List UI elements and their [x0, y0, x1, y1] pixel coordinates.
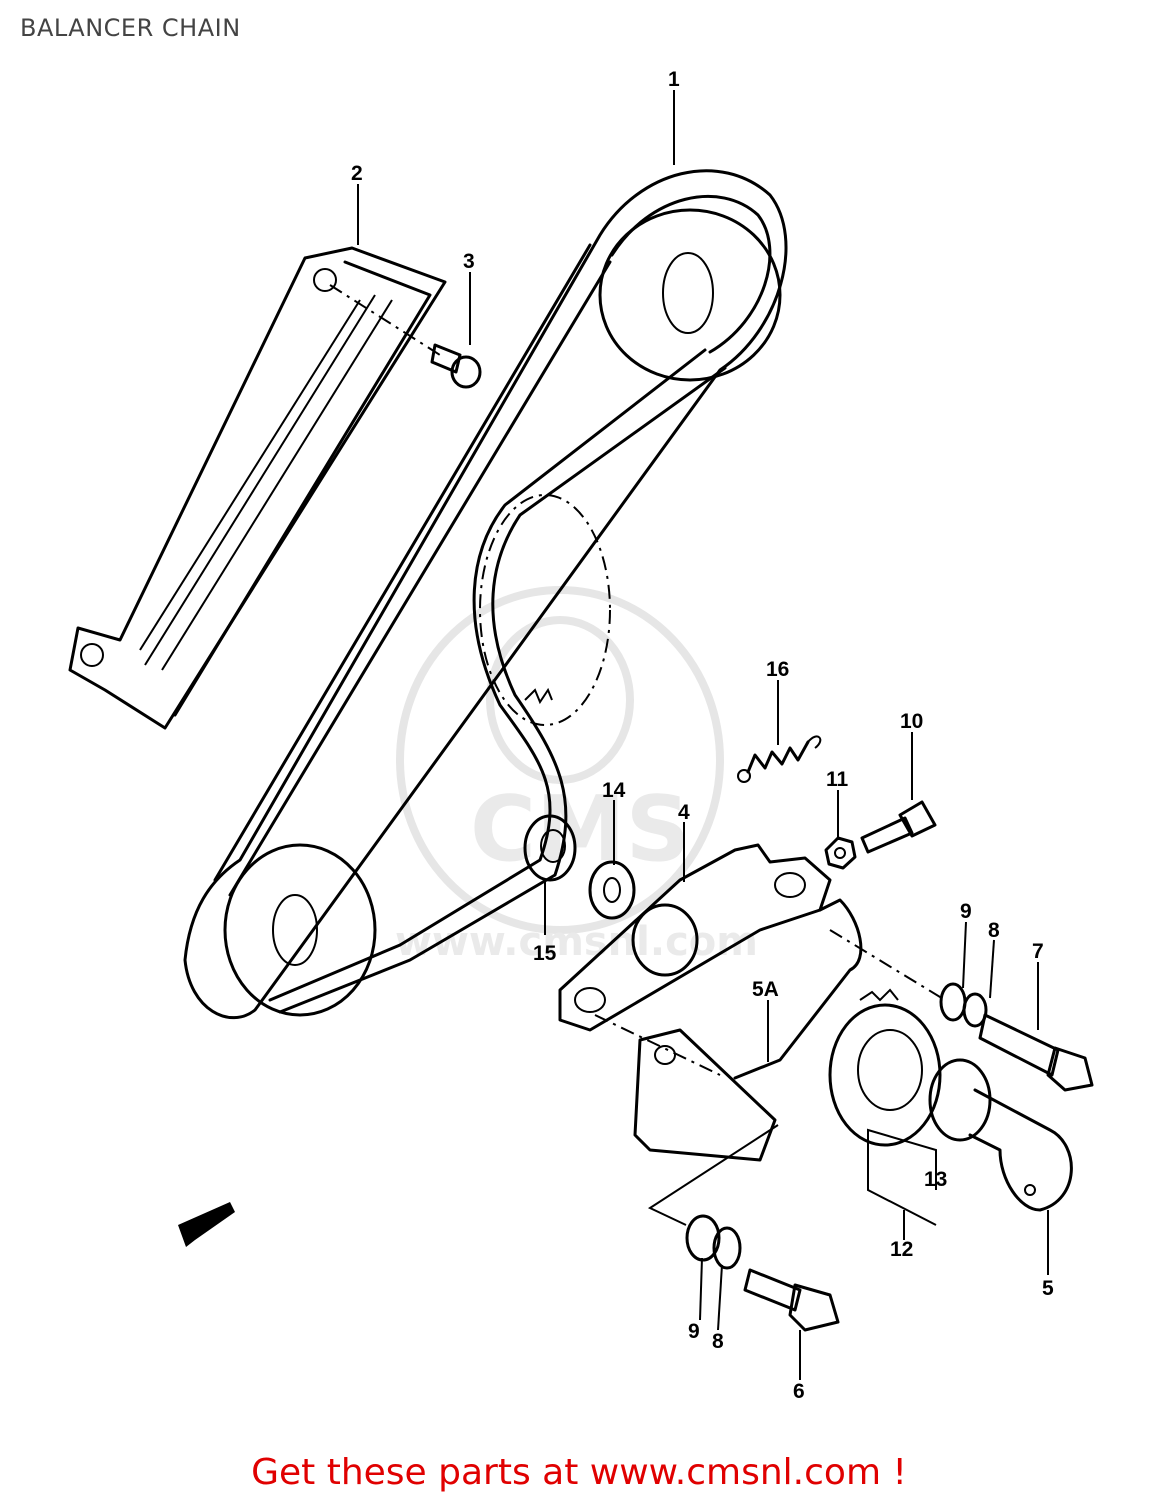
tensioner-shaft-part-5[interactable]	[928, 1058, 1073, 1212]
callout-2: 2	[351, 162, 363, 185]
callout-6: 6	[793, 1380, 805, 1403]
footer-link[interactable]: Get these parts at www.cmsnl.com !	[251, 1452, 907, 1493]
washer-part-14[interactable]	[588, 860, 636, 920]
screw-part-3[interactable]	[329, 284, 482, 389]
callout-15: 15	[533, 942, 557, 965]
washer-part-9-upper[interactable]	[939, 982, 967, 1022]
crank-sprocket-outline	[479, 494, 611, 726]
cam-plate-part-12[interactable]	[828, 988, 942, 1147]
callout-16: 16	[766, 658, 789, 681]
callout-9-upper: 9	[960, 900, 972, 923]
callout-13: 13	[924, 1168, 947, 1191]
bolt-part-6[interactable]	[743, 1268, 840, 1332]
tensioner-arm-part-4[interactable]	[558, 843, 832, 1032]
callout-5a: 5A	[752, 978, 779, 1001]
bolt-part-10[interactable]	[860, 800, 937, 854]
callout-3: 3	[463, 250, 475, 273]
watermark-url: www.cmsnl.com	[395, 919, 758, 965]
washer-part-9-lower[interactable]	[685, 1214, 721, 1262]
washer-part-8-lower[interactable]	[712, 1226, 742, 1270]
callout-12: 12	[890, 1238, 913, 1261]
nut-part-11[interactable]	[824, 836, 857, 870]
watermark-logo-text: CMS	[470, 777, 690, 882]
front-direction-arrow-icon	[178, 1202, 235, 1247]
bolt-part-7[interactable]	[829, 929, 1094, 1092]
callout-4: 4	[678, 801, 690, 824]
tensioner-bracket[interactable]	[594, 1014, 777, 1162]
spring-part-5a[interactable]	[733, 898, 863, 1080]
balancer-chain-part-1[interactable]	[183, 169, 788, 1020]
chain-guide-part-2[interactable]	[68, 246, 447, 730]
callout-10: 10	[900, 710, 923, 733]
callout-14: 14	[602, 779, 626, 802]
washer-part-8-upper[interactable]	[962, 992, 988, 1028]
page-title: BALANCER CHAIN	[20, 14, 241, 42]
callout-labels: 1 2 3 16 10 11 14 4 15 9 8 7 5A 13 12 5 …	[351, 68, 1054, 1403]
callout-5: 5	[1042, 1277, 1054, 1300]
callout-7: 7	[1032, 940, 1044, 963]
callout-11: 11	[826, 768, 849, 791]
callout-1: 1	[668, 68, 680, 91]
bushing-part-15[interactable]	[523, 814, 577, 882]
watermark: CMS www.cmsnl.com	[395, 586, 758, 965]
callout-9-lower: 9	[688, 1320, 700, 1343]
leader-lines	[357, 90, 1049, 1380]
callout-8-lower: 8	[712, 1330, 724, 1353]
spring-part-16[interactable]	[737, 735, 822, 783]
callout-8-upper: 8	[988, 919, 1000, 942]
